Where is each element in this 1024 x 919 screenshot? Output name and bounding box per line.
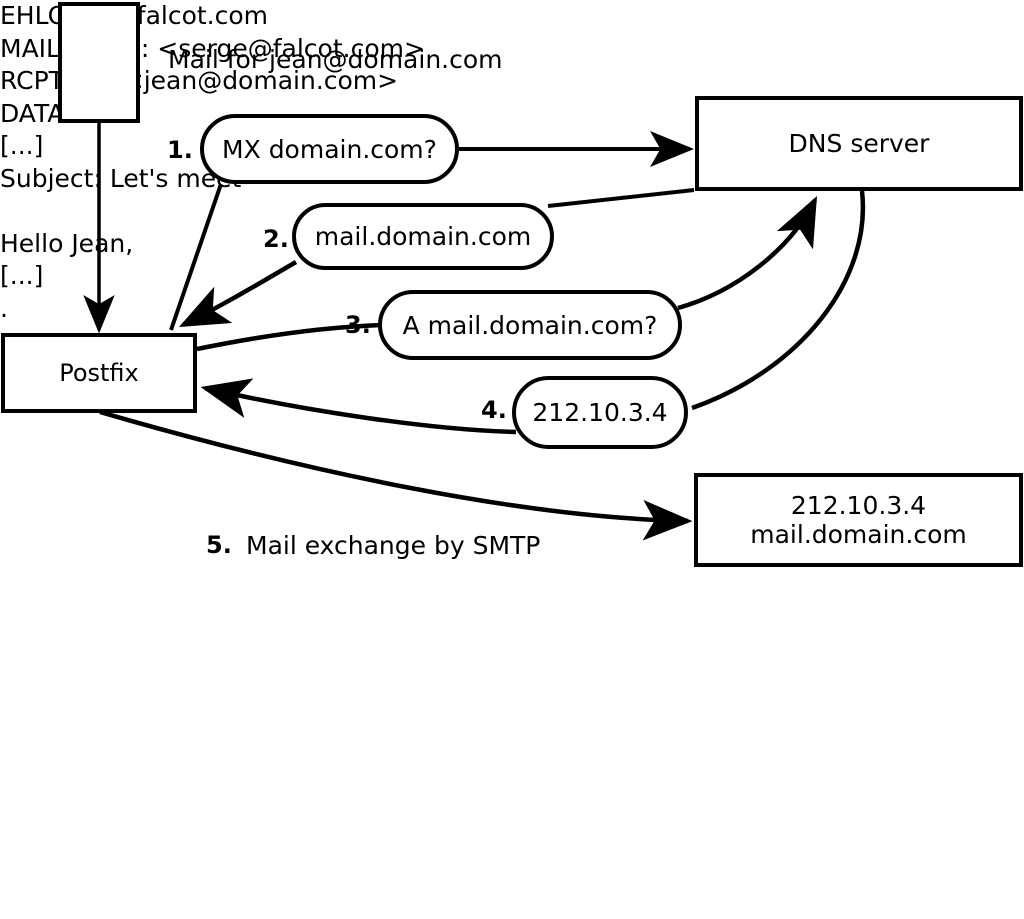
step-number-1: 1. [167, 136, 193, 164]
arrow-step2-to-postfix [178, 260, 298, 328]
node-postfix: Postfix [1, 333, 197, 413]
step-5-label: Mail exchange by SMTP [246, 531, 541, 560]
node-mail-server-ip: 212.10.3.4 [790, 490, 927, 520]
node-client-box [58, 2, 140, 123]
step-number-4: 4. [481, 396, 507, 424]
step-4-message-label: 212.10.3.4 [532, 398, 668, 427]
step-number-3: 3. [345, 311, 371, 339]
node-dns-server-label: DNS server [788, 128, 930, 158]
step-1-message-label: MX domain.com? [222, 134, 437, 164]
step-3-message-bubble: A mail.domain.com? [378, 290, 682, 360]
node-postfix-label: Postfix [59, 358, 139, 387]
smtp-transcript-line: [...] [0, 131, 44, 160]
step-2-message-label: mail.domain.com [314, 222, 532, 251]
caption-mail-for: Mail for jean@domain.com [168, 45, 503, 74]
arrow-step3-to-dns [677, 195, 818, 311]
smtp-transcript-line: Hello Jean, [0, 228, 134, 258]
wire-dns-to-step4 [691, 190, 866, 411]
step-4-message-bubble: 212.10.3.4 [512, 376, 688, 449]
step-1-message-bubble: MX domain.com? [200, 114, 459, 184]
step-2-message-bubble: mail.domain.com [292, 203, 554, 270]
node-mail-server: 212.10.3.4 mail.domain.com [694, 473, 1023, 567]
step-number-5: 5. [206, 531, 232, 559]
smtp-transcript-line: . [0, 293, 8, 323]
step-number-2: 2. [263, 225, 289, 253]
node-mail-server-lines: 212.10.3.4 mail.domain.com [750, 491, 966, 550]
smtp-transcript-line: Subject: Let's meet [0, 163, 242, 193]
smtp-transcript-line: DATA [0, 98, 65, 128]
wire-postfix-to-step3 [196, 322, 382, 352]
node-mail-server-host: mail.domain.com [750, 520, 967, 549]
smtp-transcript-line: [...] [0, 261, 44, 290]
step-3-message-label: A mail.domain.com? [402, 310, 658, 340]
node-dns-server: DNS server [695, 96, 1023, 191]
wire-dns-to-step2 [547, 188, 695, 208]
arrow-step4-to-postfix [200, 378, 517, 435]
arrow-step5-to-mailserver [99, 409, 693, 541]
